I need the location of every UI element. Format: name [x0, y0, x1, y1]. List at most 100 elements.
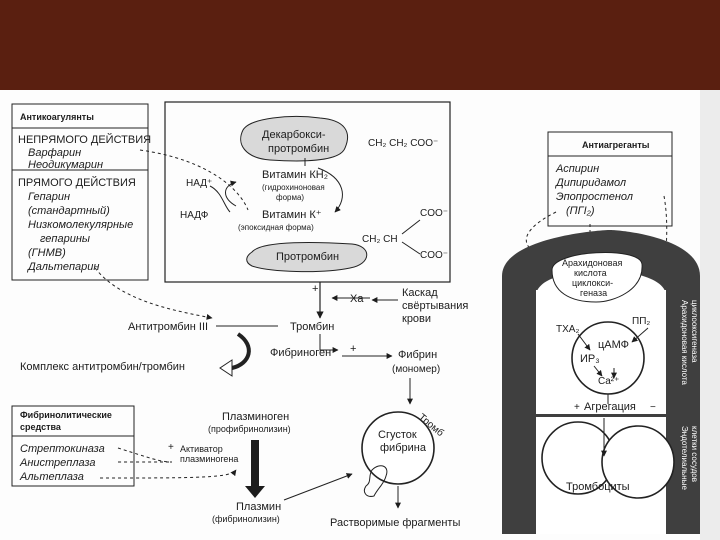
- plasmin-label: Плазмин: [236, 501, 281, 513]
- direct-action-title: ПРЯМОГО ДЕЙСТВИЯ: [18, 176, 136, 189]
- pgi2-label: (ПГI₂): [566, 205, 595, 217]
- aggregation-minus: −: [650, 402, 656, 413]
- decarboxyprothrombin-blob: [240, 116, 349, 162]
- plasminogen-to-plasmin-bar: [251, 440, 259, 486]
- decarboxy-line1: Декарбокси-: [262, 129, 326, 141]
- platelets-label: Тромбоциты: [566, 481, 630, 493]
- coo-top-label: COO⁻: [420, 208, 448, 219]
- dipyridamole-label: Дипиридамол: [554, 177, 626, 189]
- carboxylate-chain-bottom: CH₂ CH: [362, 234, 398, 245]
- thrombin-label: Тромбин: [290, 321, 334, 333]
- nadh-label: НАДФ: [180, 210, 209, 221]
- aggregation-plus: +: [574, 402, 580, 413]
- txa2-label: ТХА₂: [556, 324, 579, 335]
- aggregation-label: Агрегация: [584, 401, 636, 413]
- dalteparin-label: Дальтепарин: [26, 261, 99, 273]
- anticoagulants-title: Антикоагулянты: [20, 112, 94, 122]
- dalteparin-to-antithrombin-arrow: [94, 267, 213, 320]
- complex-curved-arrow: [231, 332, 251, 370]
- alteplase-label: Альтеплаза: [19, 471, 84, 483]
- clot-label-line2: фибрина: [380, 442, 427, 454]
- epoprostenol-label: Эпопростенол: [556, 191, 633, 203]
- plasmin-to-clot-arrow: [283, 473, 353, 501]
- txa2-arrow: [577, 333, 591, 351]
- cascade-label-line2: свёртывания: [402, 300, 468, 312]
- complex-label: Комплекс антитромбин/тромбин: [20, 361, 185, 373]
- decarboxy-line2: протромбин: [268, 143, 329, 155]
- prothrombin-label: Протромбин: [276, 251, 339, 263]
- antithrombin-label: Антитромбин III: [128, 321, 208, 333]
- coo-bond-bottom: [401, 241, 421, 255]
- hydroquinone-form-line2: форма): [276, 193, 304, 202]
- ip3-to-ca-arrow: [593, 365, 603, 377]
- nad-plus-label: НАД⁺: [186, 178, 212, 189]
- cascade-plus: +: [312, 283, 318, 295]
- fibrinogen-label: Фибриноген: [270, 347, 331, 359]
- platelet-cell-right: [601, 425, 675, 499]
- fibrin-plus: +: [350, 343, 356, 355]
- slide-header-bar: [0, 0, 720, 90]
- plasminogen-label: Плазминоген: [222, 411, 289, 423]
- fibrin-monomer-label: (мономер): [392, 364, 440, 375]
- clot-fragment-shape: [363, 465, 388, 497]
- side-label-top-line1: Арахидоновая кислота: [680, 300, 689, 385]
- pp2-arrow: [631, 327, 649, 343]
- arachidonic-line3: циклокси-: [572, 278, 613, 288]
- arachidonic-line2: кислота: [574, 268, 607, 278]
- vitamin-k-epoxide-label: Витамин К⁺: [262, 209, 322, 221]
- coagulation-cascade: + Xa Каскад свёртывания крови Антитромби…: [20, 282, 468, 439]
- plasminogen-to-plasmin-head: [245, 486, 265, 498]
- epoxide-form-label: (эпоксидная форма): [238, 223, 314, 232]
- lmwh-label: Низкомолекулярные: [28, 219, 133, 231]
- carboxylate-chain-top: CH₂ CH₂ COO⁻: [368, 138, 438, 149]
- fibrinolytic-box: Фибринолитические средства Стрептокиназа…: [11, 405, 238, 487]
- nad-cycle-arrow: [225, 180, 237, 207]
- fibrinolytic-title-line1: Фибринолитические: [20, 410, 112, 420]
- lmwh-abbrev-label: (ГНМВ): [28, 247, 66, 259]
- platelet-vessel-panel: Арахидоновая кислота циклокси- геназа ТХ…: [502, 230, 700, 534]
- coo-bottom-label: COO⁻: [420, 250, 448, 261]
- activator-line2: плазминогена: [180, 454, 238, 464]
- cyclooxygenase-shape: [551, 252, 643, 303]
- streptokinase-dashed-arrow: [117, 447, 173, 463]
- antiaggregants-box: Антиагреганты Аспирин Дипиридамол Эпопро…: [526, 131, 673, 337]
- vitamin-kh2-label: Витамин КН₂: [262, 169, 328, 181]
- calcium-label: Ca²⁺: [598, 376, 619, 387]
- aspirin-label: Аспирин: [555, 163, 599, 175]
- arachidonic-line1: Арахидоновая: [562, 258, 622, 268]
- thrombin-to-fibrin-link: [319, 334, 339, 353]
- complex-arrow-head: [219, 359, 233, 377]
- activator-plus: +: [168, 442, 174, 453]
- warfarin-label: Варфарин: [28, 147, 81, 159]
- side-label-bottom-line1: Эндотелиальные: [680, 426, 689, 490]
- alteplase-dashed-arrow: [99, 469, 237, 479]
- fibrin-clot: Сгусток фибрина Растворимые фрагменты: [330, 411, 460, 529]
- fibrinolytic-title-line2: средства: [20, 422, 62, 432]
- fibrinolysin-label: (фибринолизин): [212, 514, 280, 524]
- pp2-label: ПП₂: [632, 316, 650, 327]
- xa-label: Xa: [350, 293, 364, 305]
- arachidonic-line4: геназа: [580, 288, 607, 298]
- coo-bond-top: [401, 219, 421, 235]
- nad-conversion-curve: [209, 185, 231, 213]
- anticoagulants-box: Антикоагулянты НЕПРЯМОГО ДЕЙСТВИЯ Варфар…: [11, 103, 151, 281]
- profibrinolysin-label: (профибринолизин): [208, 424, 291, 434]
- fibrin-label: Фибрин: [398, 349, 437, 361]
- vitamin-k-cycle-box: Декарбокси- протромбин CH₂ CH₂ COO⁻ НАД⁺…: [164, 101, 451, 283]
- streptokinase-label: Стрептокиназа: [20, 443, 105, 455]
- soluble-fragments-label: Растворимые фрагменты: [330, 517, 460, 529]
- anistreplase-label: Анистреплаза: [19, 457, 96, 469]
- warfarin-to-vitk-arrow: [139, 149, 249, 211]
- neodicoumarin-label: Неодикумарин: [28, 159, 103, 171]
- antiaggregants-title: Антиагреганты: [582, 140, 650, 150]
- clot-label-line1: Сгусток: [378, 429, 417, 441]
- hydroquinone-form-line1: (гидрохиноновая: [262, 183, 325, 192]
- cascade-label-line3: крови: [402, 313, 431, 325]
- vitk-oxidation-arrow: [317, 167, 343, 213]
- cascade-label-line1: Каскад: [402, 287, 438, 299]
- vessel-divider: [536, 414, 666, 417]
- standard-label: (стандартный): [28, 205, 110, 217]
- ip3-label: ИР₃: [580, 353, 600, 365]
